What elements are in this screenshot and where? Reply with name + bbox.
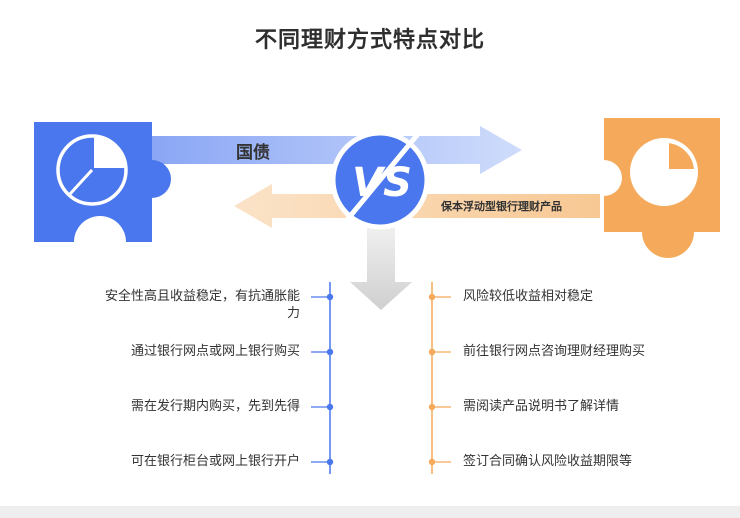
- right-arrow-label: 保本浮动型银行理财产品: [441, 200, 562, 213]
- left-arrow-label: 国债: [236, 143, 270, 163]
- bottom-divider: [0, 506, 740, 518]
- right-puzzle-pie-icon: [604, 118, 720, 258]
- right-timeline: [428, 282, 451, 474]
- left-arrow: [150, 126, 522, 174]
- left-timeline: [311, 282, 334, 474]
- left-item-1: 安全性高且收益稳定，有抗通胀能力: [104, 289, 300, 321]
- left-item-4: 可在银行柜台或网上银行开户: [130, 454, 300, 469]
- right-item-1: 风险较低收益相对稳定: [463, 289, 594, 304]
- right-item-3: 需阅读产品说明书了解详情: [463, 399, 620, 414]
- right-item-4: 签订合同确认风险收益期限等: [463, 454, 633, 469]
- left-item-2: 通过银行网点或网上银行购买: [130, 344, 300, 359]
- right-item-2: 前往银行网点咨询理财经理购买: [463, 344, 646, 359]
- vs-badge-icon: VS: [330, 130, 430, 230]
- left-puzzle-pie-icon: [34, 122, 171, 242]
- vs-text: VS: [352, 160, 412, 206]
- left-item-3: 需在发行期内购买，先到先得: [130, 399, 300, 414]
- page-title: 不同理财方式特点对比: [254, 28, 485, 53]
- down-arrow-icon: [350, 222, 412, 310]
